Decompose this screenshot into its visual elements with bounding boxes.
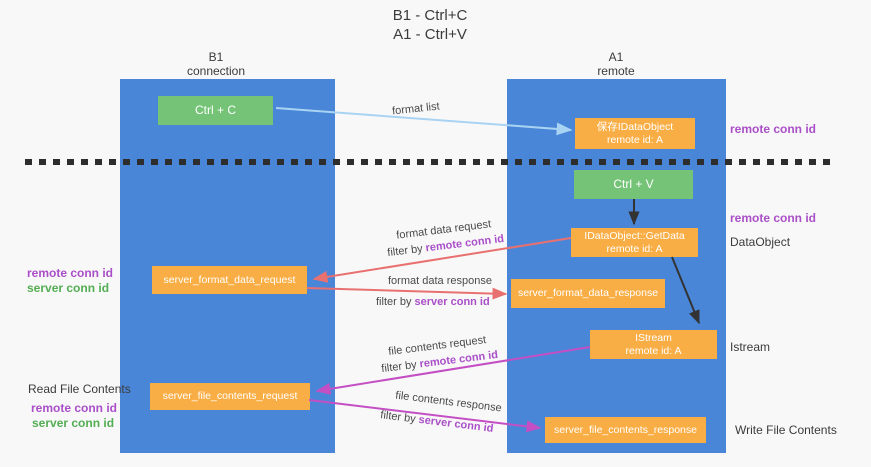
lane-a1-role: remote bbox=[597, 64, 635, 78]
node-server-format-data-request: server_format_data_request bbox=[152, 266, 307, 294]
edge-filter-format-response: filter by server conn id bbox=[376, 296, 490, 308]
session-divider-dashed-line bbox=[25, 159, 833, 165]
node-server-format-data-response: server_format_data_response bbox=[511, 279, 665, 308]
lane-header-a1: A1 remote bbox=[556, 50, 676, 78]
node-sublabel: remote id: A bbox=[625, 344, 682, 357]
annotation-remote-conn-id-mid: remote conn id bbox=[730, 211, 817, 225]
lane-header-b1: B1 connection bbox=[156, 50, 276, 78]
filter-prefix: filter by bbox=[379, 409, 420, 426]
node-label: server_format_data_response bbox=[517, 287, 659, 299]
annotation-format-remote-conn-id: remote conn id bbox=[27, 266, 114, 280]
annotation-istream: Istream bbox=[730, 340, 771, 354]
lane-b1-role: connection bbox=[186, 64, 246, 78]
filter-prefix: filter by bbox=[386, 242, 427, 260]
annotation-file-remote-conn-id: remote conn id bbox=[31, 401, 118, 415]
annotation-remote-conn-id-top: remote conn id bbox=[730, 122, 817, 136]
node-sublabel: remote id: A bbox=[606, 242, 663, 255]
title-line-1: B1 - Ctrl+C bbox=[392, 7, 468, 24]
node-idataobject-getdata: IDataObject::GetData remote id: A bbox=[571, 228, 698, 257]
annotation-format-server-conn-id: server conn id bbox=[27, 281, 110, 295]
edge-label-file-contents-response: file contents response bbox=[394, 389, 503, 415]
filter-prefix: filter by bbox=[376, 296, 415, 308]
node-ctrl-v: Ctrl + V bbox=[574, 170, 693, 199]
edge-label-format-data-response: format data response bbox=[388, 275, 492, 287]
node-label: Ctrl + C bbox=[194, 103, 236, 117]
arrow-format-data-response bbox=[306, 287, 508, 300]
node-server-file-contents-response: server_file_contents_response bbox=[545, 417, 706, 443]
node-ctrl-c: Ctrl + C bbox=[158, 96, 273, 125]
node-istream: IStream remote id: A bbox=[590, 330, 717, 359]
annotation-dataobject: DataObject bbox=[730, 235, 791, 249]
annotation-read-file-contents: Read File Contents bbox=[28, 382, 131, 396]
node-label: IStream bbox=[635, 331, 672, 344]
annotation-file-server-conn-id: server conn id bbox=[32, 416, 115, 430]
lane-b1-name: B1 bbox=[208, 50, 224, 64]
node-label: server_file_contents_response bbox=[553, 423, 697, 436]
filter-key-server-conn-id: server conn id bbox=[414, 296, 490, 308]
filter-prefix: filter by bbox=[380, 358, 421, 376]
lane-a1-name: A1 bbox=[608, 50, 624, 64]
annotation-write-file-contents: Write File Contents bbox=[735, 423, 837, 437]
node-label: IDataObject::GetData bbox=[584, 229, 685, 242]
node-server-file-contents-request: server_file_contents_request bbox=[150, 383, 310, 410]
filter-key-server-conn-id: server conn id bbox=[417, 413, 495, 435]
node-label: 保存IDataObject bbox=[596, 120, 674, 133]
diagram-title: B1 - Ctrl+C A1 - Ctrl+V bbox=[0, 6, 860, 44]
edge-filter-file-response: filter by server conn id bbox=[380, 409, 494, 435]
title-line-2: A1 - Ctrl+V bbox=[393, 26, 467, 43]
node-label: Ctrl + V bbox=[613, 177, 654, 191]
node-save-idataobject: 保存IDataObject remote id: A bbox=[575, 118, 695, 149]
node-label: server_format_data_request bbox=[163, 273, 296, 286]
node-label: server_file_contents_request bbox=[162, 390, 298, 402]
node-sublabel: remote id: A bbox=[606, 133, 664, 146]
edge-label-format-list: format list bbox=[391, 100, 441, 118]
